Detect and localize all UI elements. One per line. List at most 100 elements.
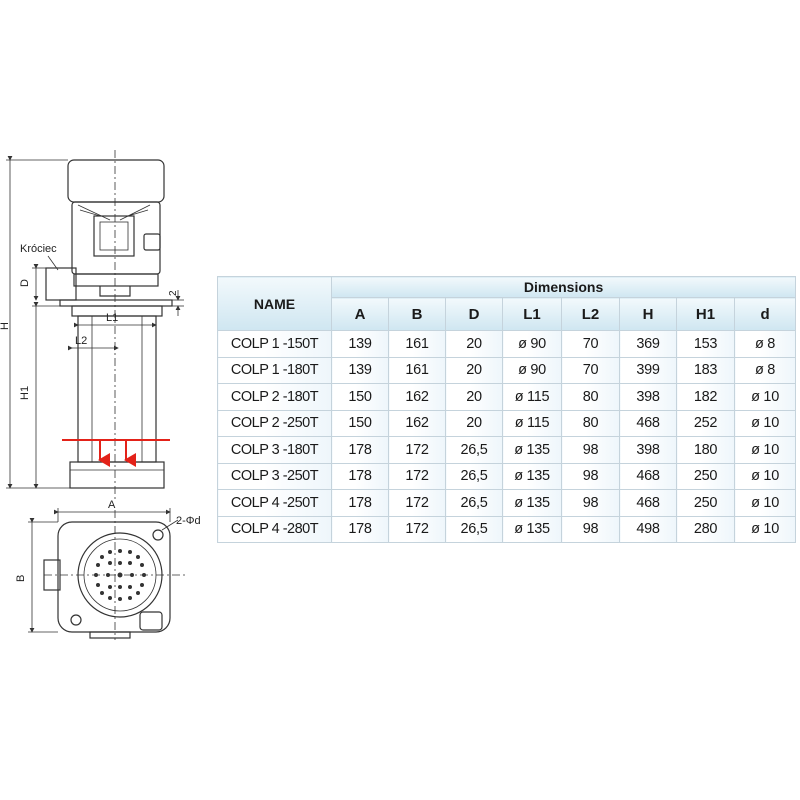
dim-A-label: A (108, 499, 116, 511)
dimension-cell: 178 (331, 489, 389, 517)
dimension-cell: 20 (445, 330, 503, 358)
dimension-cell: 178 (331, 515, 389, 543)
model-name-cell: COLP 2 -250T (217, 409, 332, 437)
dimension-cell: 20 (445, 383, 503, 411)
dimension-cell: 80 (561, 409, 620, 437)
krociec-label: Króciec (20, 243, 57, 255)
dimension-cell: ø 10 (733, 515, 797, 543)
dimension-cell: 150 (331, 383, 389, 411)
dimension-cell: ø 135 (502, 436, 562, 464)
dimension-cell: 26,5 (445, 462, 503, 490)
dimension-cell: 182 (676, 383, 735, 411)
outlet-top (43, 559, 61, 591)
top-labels: A B 2-Φd (15, 499, 201, 582)
dimension-cell: 183 (676, 356, 735, 384)
column-header: D (445, 297, 503, 331)
dimension-cell: 468 (619, 489, 677, 517)
motor-flange (73, 273, 159, 287)
dimension-cell: 161 (388, 356, 446, 384)
motor-fan-cover (67, 159, 165, 203)
column-header: H1 (676, 297, 735, 331)
dimension-cell: 70 (561, 330, 620, 358)
column-header: L1 (502, 297, 562, 331)
outlet-stub (45, 267, 77, 301)
mount-hole-bottom (70, 614, 82, 626)
name-header: NAME (217, 276, 332, 331)
side-dimensions (6, 156, 184, 489)
dimension-cell: 20 (445, 409, 503, 437)
dim-H-label: H (0, 322, 11, 330)
dimension-cell: ø 10 (733, 489, 797, 517)
column-header: L2 (561, 297, 620, 331)
dimension-cell: 172 (388, 489, 446, 517)
model-name-cell: COLP 4 -250T (217, 489, 332, 517)
dimensions-group-header: Dimensions (330, 276, 797, 298)
mount-hole-top (152, 529, 164, 541)
model-name-cell: COLP 2 -180T (217, 383, 332, 411)
dimension-cell: 98 (561, 489, 620, 517)
dimension-cell: 26,5 (445, 515, 503, 543)
dimension-cell: 172 (388, 436, 446, 464)
dimension-cell: 468 (619, 409, 677, 437)
dimension-cell: 150 (331, 409, 389, 437)
top-dimensions (28, 508, 179, 633)
holes-label: 2-Φd (176, 515, 201, 527)
dimension-cell: 399 (619, 356, 677, 384)
top-view (43, 510, 186, 640)
dimension-cell: 398 (619, 436, 677, 464)
dimension-cell: 398 (619, 383, 677, 411)
dimension-cell: 498 (619, 515, 677, 543)
dimension-cell: 20 (445, 356, 503, 384)
dimension-cell: ø 10 (733, 383, 797, 411)
dimension-cell: 250 (676, 489, 735, 517)
dimension-cell: 139 (331, 356, 389, 384)
dimension-cell: ø 10 (733, 436, 797, 464)
motor-body (71, 201, 161, 275)
dimension-cell: 162 (388, 409, 446, 437)
terminal-box (93, 215, 135, 257)
dimension-cell: 98 (561, 436, 620, 464)
dim-2-label: 2 (168, 290, 179, 296)
column-header: H (619, 297, 677, 331)
dim-L1-label: L1 (106, 312, 118, 324)
dim-L2-label: L2 (75, 335, 87, 347)
dimension-cell: 250 (676, 462, 735, 490)
dimension-cell: 139 (331, 330, 389, 358)
dimension-cell: ø 135 (502, 515, 562, 543)
dimension-cell: 178 (331, 462, 389, 490)
dimension-cell: ø 10 (733, 409, 797, 437)
dimension-cell: ø 115 (502, 383, 562, 411)
perforation-holes (94, 549, 146, 601)
cable-gland (143, 233, 161, 251)
model-name-cell: COLP 1 -180T (217, 356, 332, 384)
column-header: B (388, 297, 446, 331)
flow-arrows (62, 439, 170, 467)
dimension-cell: 252 (676, 409, 735, 437)
dim-B-label: B (15, 575, 27, 582)
dimension-cell: 161 (388, 330, 446, 358)
side-view (45, 150, 173, 500)
dimension-cell: 280 (676, 515, 735, 543)
dimension-cell: 369 (619, 330, 677, 358)
pump-technical-drawing: Króciec D H H1 L1 L2 2 (0, 150, 201, 640)
model-name-cell: COLP 1 -150T (217, 330, 332, 358)
dimension-cell: 26,5 (445, 436, 503, 464)
side-labels: Króciec D H H1 L1 L2 2 (0, 243, 179, 400)
dimension-cell: 98 (561, 462, 620, 490)
model-name-cell: COLP 3 -180T (217, 436, 332, 464)
dim-H1-label: H1 (19, 386, 31, 400)
dimension-cell: 80 (561, 383, 620, 411)
dimension-cell: 172 (388, 462, 446, 490)
dimension-cell: ø 90 (502, 330, 562, 358)
dimension-cell: 172 (388, 515, 446, 543)
dim-D-label: D (19, 279, 31, 287)
